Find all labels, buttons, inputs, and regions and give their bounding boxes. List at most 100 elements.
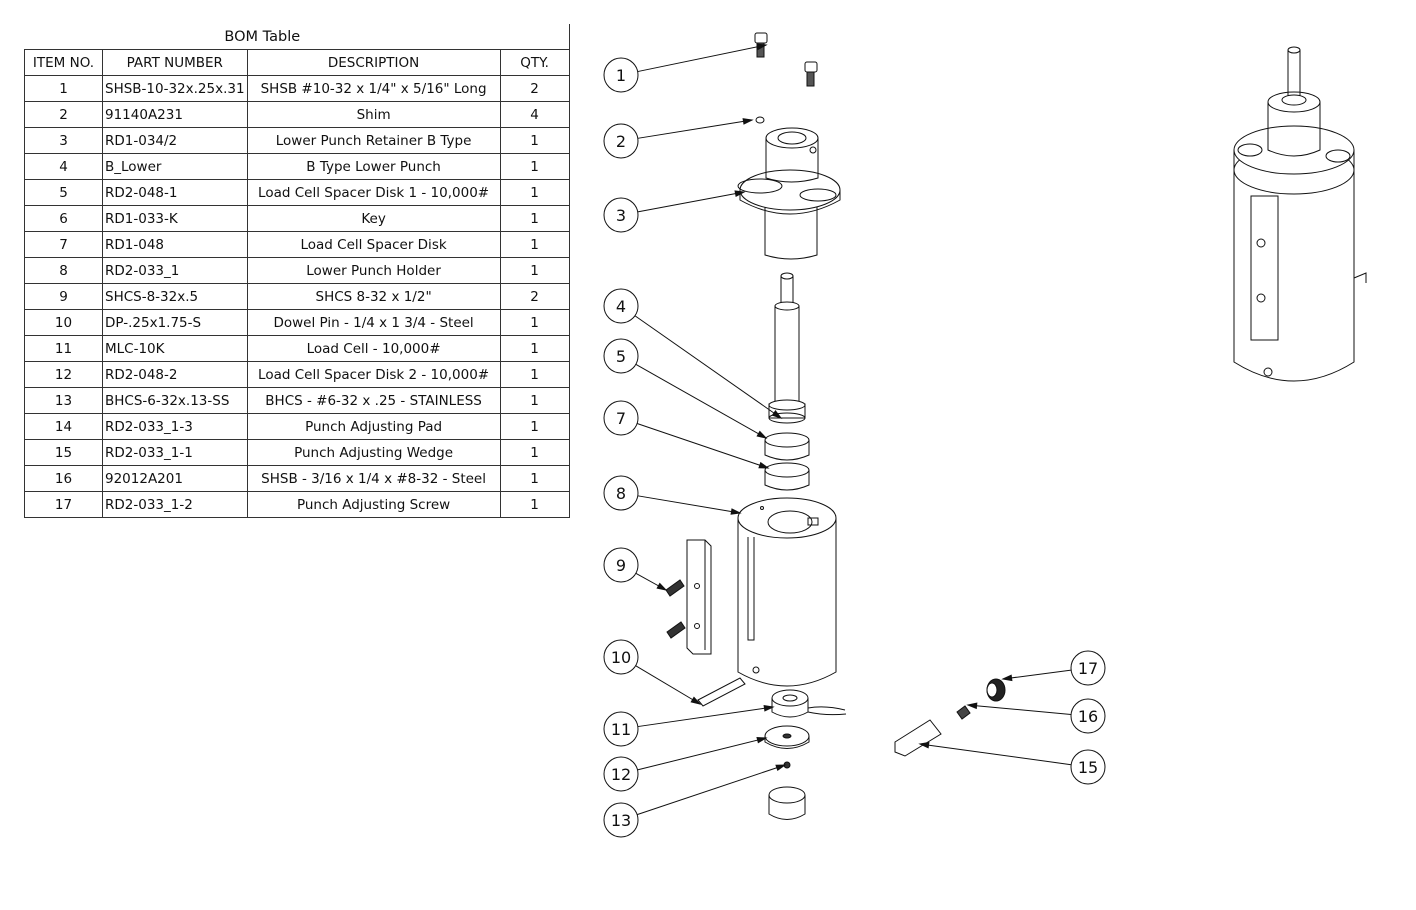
- cap-screw-part: [665, 579, 686, 639]
- shoulder-screw-part: [754, 32, 818, 87]
- leader-arrowhead: [756, 736, 768, 744]
- balloon-label: 11: [611, 720, 631, 739]
- item-no-cell: 6: [24, 205, 103, 232]
- balloon-circle: [1070, 749, 1106, 785]
- col-qty: QTY.: [499, 49, 570, 76]
- balloon-label: 17: [1078, 659, 1098, 678]
- balloon: 16: [1070, 698, 1106, 734]
- leader-line: [637, 44, 767, 73]
- item-no-cell: 17: [24, 491, 103, 518]
- balloon: 1: [603, 57, 639, 93]
- balloon-label: 5: [616, 347, 626, 366]
- bom-header-row: ITEM NO. PART NUMBER DESCRIPTION QTY.: [24, 49, 570, 76]
- item-no-cell: 10: [24, 309, 103, 336]
- balloon-label: 15: [1078, 758, 1098, 777]
- balloon: 2: [603, 123, 639, 159]
- balloon-circle: [603, 639, 639, 675]
- balloon-circle: [603, 338, 639, 374]
- cylinder-part: [768, 786, 806, 820]
- balloon-circle: [603, 197, 639, 233]
- qty-cell: 4: [499, 101, 570, 128]
- leader-arrowhead: [771, 410, 783, 419]
- item-no-cell: 9: [24, 283, 103, 310]
- part-number-cell: SHCS-8-32x.5: [102, 283, 248, 310]
- adjusting-wedge-part: [894, 719, 942, 757]
- assembled-view: [1233, 46, 1367, 382]
- shoulder-bolt-part: [956, 705, 971, 720]
- leader-arrowhead: [966, 702, 978, 710]
- balloon-circle: [1070, 698, 1106, 734]
- balloon-circle: [603, 400, 639, 436]
- item-no-cell: 3: [24, 127, 103, 154]
- balloon: 8: [603, 475, 639, 511]
- lower-punch-part: [768, 272, 806, 424]
- balloon: 12: [603, 756, 639, 792]
- description-cell: Load Cell Spacer Disk 1 - 10,000#: [246, 179, 501, 206]
- balloon-circle: [603, 711, 639, 747]
- part-number-cell: DP-.25x1.75-S: [102, 309, 248, 336]
- leader-line: [636, 764, 786, 816]
- balloon-circle: [603, 123, 639, 159]
- balloon-label: 9: [616, 556, 626, 575]
- balloon-label: 16: [1078, 707, 1098, 726]
- part-number-cell: RD2-033_1-2: [102, 491, 248, 518]
- balloon: 10: [603, 639, 639, 675]
- col-item-no: ITEM NO.: [24, 49, 103, 76]
- qty-cell: 1: [499, 205, 570, 232]
- qty-cell: 1: [499, 127, 570, 154]
- balloon-circle: [1070, 650, 1106, 686]
- leader-line: [637, 706, 774, 728]
- dowel-pin-part: [697, 677, 746, 707]
- leader-arrowhead: [763, 704, 775, 712]
- balloon-circle: [603, 288, 639, 324]
- balloon-circle: [603, 57, 639, 93]
- description-cell: SHSB #10-32 x 1/4" x 5/16" Long: [246, 75, 501, 102]
- description-cell: Punch Adjusting Pad: [246, 413, 501, 440]
- balloon: 3: [603, 197, 639, 233]
- col-part-number: PART NUMBER: [102, 49, 248, 76]
- balloon: 5: [603, 338, 639, 374]
- adjusting-screw-part: [986, 678, 1006, 702]
- part-number-cell: 92012A201: [102, 465, 248, 492]
- leader-line: [637, 119, 753, 139]
- balloon: 13: [603, 802, 639, 838]
- balloon-label: 3: [616, 206, 626, 225]
- qty-cell: 1: [499, 179, 570, 206]
- balloon-circle: [603, 802, 639, 838]
- balloon: 4: [603, 288, 639, 324]
- punch-holder-part: [737, 497, 837, 687]
- balloon-circle: [603, 475, 639, 511]
- balloon-label: 8: [616, 484, 626, 503]
- load-cell-part: [771, 689, 847, 718]
- balloon-label: 10: [611, 648, 631, 667]
- leader-arrowhead: [656, 582, 668, 591]
- part-number-cell: B_Lower: [102, 153, 248, 180]
- leader-line: [919, 743, 1072, 766]
- description-cell: Load Cell Spacer Disk 2 - 10,000#: [246, 361, 501, 388]
- leader-line: [637, 191, 745, 213]
- item-no-cell: 2: [24, 101, 103, 128]
- balloon-circle: [603, 547, 639, 583]
- qty-cell: 1: [499, 153, 570, 180]
- leader-line: [967, 704, 1072, 715]
- leader-arrowhead: [758, 461, 770, 469]
- leader-line: [637, 737, 767, 771]
- leader-arrowhead: [1001, 674, 1013, 682]
- part-number-cell: RD1-048: [102, 231, 248, 258]
- leader-line: [637, 495, 741, 514]
- punch-retainer-part: [737, 127, 841, 260]
- qty-cell: 1: [499, 335, 570, 362]
- leader-arrowhead: [734, 190, 746, 197]
- leader-line: [1002, 669, 1072, 680]
- balloon: 15: [1070, 749, 1106, 785]
- leader-line: [635, 363, 767, 439]
- leader-line: [634, 315, 782, 419]
- leader-arrowhead: [918, 741, 930, 749]
